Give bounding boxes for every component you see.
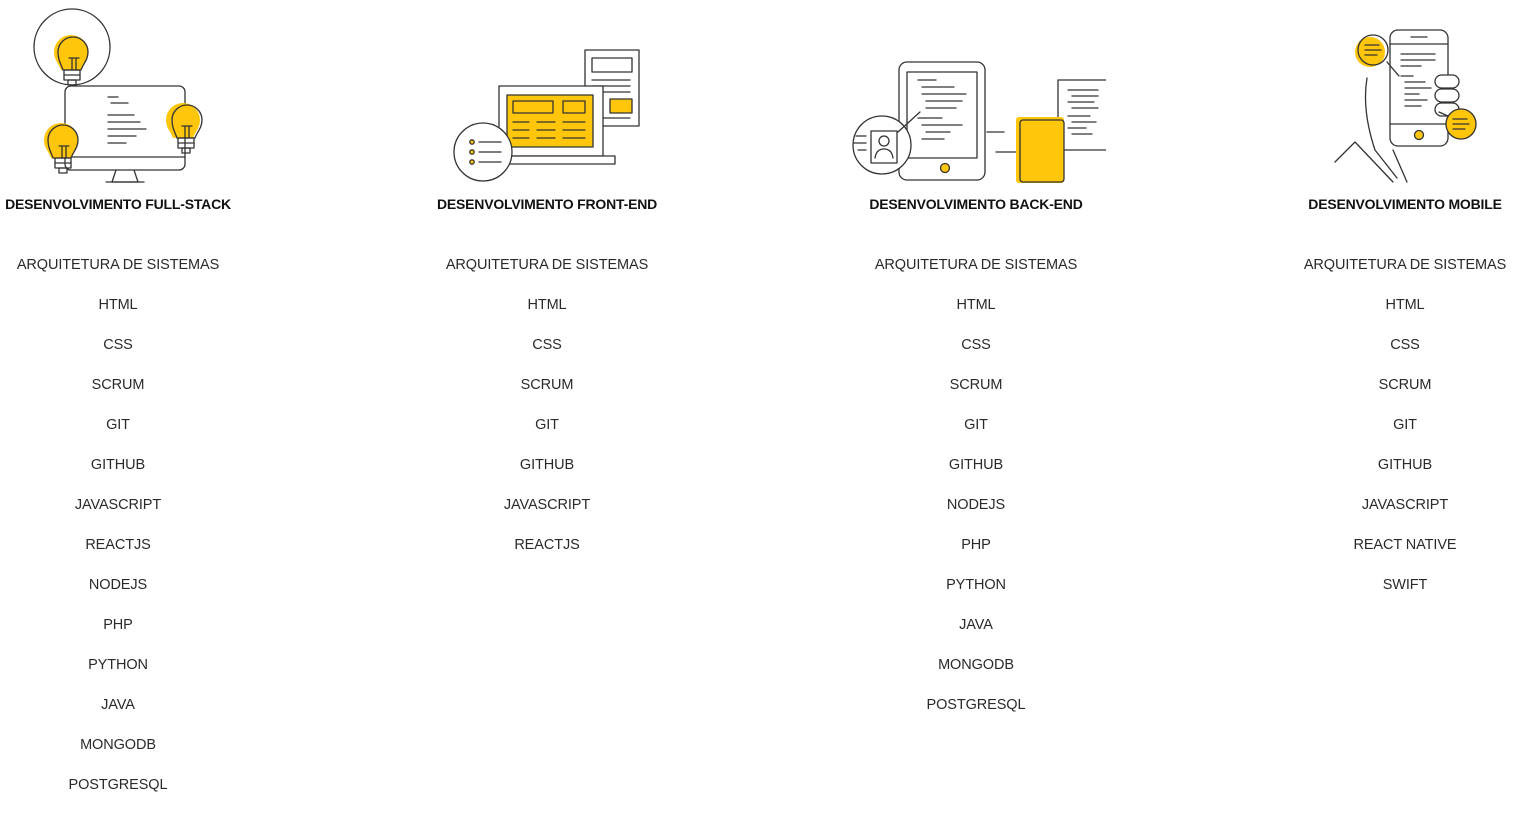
tablet-documents-icon bbox=[852, 61, 1106, 183]
list-item: MONGODB bbox=[938, 657, 1014, 673]
list-item: CSS bbox=[1390, 337, 1420, 353]
list-item: GIT bbox=[1393, 417, 1417, 433]
list-item: POSTGRESQL bbox=[68, 777, 168, 793]
list-item: MONGODB bbox=[80, 737, 156, 753]
list-item: JAVASCRIPT bbox=[74, 497, 162, 513]
list-item: SWIFT bbox=[1382, 577, 1428, 593]
list-item: JAVASCRIPT bbox=[503, 497, 591, 513]
list-item: PYTHON bbox=[88, 657, 148, 673]
list-item: HTML bbox=[527, 297, 567, 313]
list-item: JAVASCRIPT bbox=[1361, 497, 1449, 513]
list-item: CSS bbox=[103, 337, 133, 353]
list-item: NODEJS bbox=[946, 497, 1006, 513]
hand-smartphone-icon bbox=[1334, 29, 1477, 183]
list-item: POSTGRESQL bbox=[926, 697, 1026, 713]
section-title: DESENVOLVIMENTO FRONT-END bbox=[436, 196, 658, 212]
list-item: CSS bbox=[961, 337, 991, 353]
list-item: SCRUM bbox=[949, 377, 1003, 393]
skills-list: ARQUITETURA DE SISTEMAS HTML CSS SCRUM G… bbox=[1275, 256, 1522, 616]
list-item: ARQUITETURA DE SISTEMAS bbox=[445, 257, 649, 273]
list-item: JAVA bbox=[101, 697, 135, 713]
list-item: HTML bbox=[98, 297, 138, 313]
list-item: ARQUITETURA DE SISTEMAS bbox=[1303, 257, 1507, 273]
skills-list: ARQUITETURA DE SISTEMAS HTML CSS SCRUM G… bbox=[0, 256, 248, 816]
list-item: ARQUITETURA DE SISTEMAS bbox=[874, 257, 1078, 273]
laptop-layout-icon bbox=[453, 49, 640, 182]
list-item: JAVA bbox=[959, 617, 993, 633]
list-item: SCRUM bbox=[1378, 377, 1432, 393]
list-item: GITHUB bbox=[90, 457, 146, 473]
skills-list: ARQUITETURA DE SISTEMAS HTML CSS SCRUM G… bbox=[417, 256, 677, 576]
list-item: GITHUB bbox=[948, 457, 1004, 473]
section-title: DESENVOLVIMENTO BACK-END bbox=[869, 196, 1083, 212]
section-title: DESENVOLVIMENTO MOBILE bbox=[1308, 196, 1502, 212]
list-item: PYTHON bbox=[946, 577, 1006, 593]
list-item: GIT bbox=[106, 417, 130, 433]
list-item: GITHUB bbox=[1377, 457, 1433, 473]
list-item: GITHUB bbox=[519, 457, 575, 473]
list-item: PHP bbox=[961, 537, 991, 553]
list-item: SCRUM bbox=[520, 377, 574, 393]
section-mobile: DESENVOLVIMENTO MOBILE ARQUITETURA DE SI… bbox=[1275, 0, 1522, 616]
section-fullstack: DESENVOLVIMENTO FULL-STACK ARQUITETURA D… bbox=[0, 0, 248, 816]
list-item: NODEJS bbox=[88, 577, 148, 593]
list-item: CSS bbox=[532, 337, 562, 353]
section-title: DESENVOLVIMENTO FULL-STACK bbox=[5, 196, 231, 212]
skills-list: ARQUITETURA DE SISTEMAS HTML CSS SCRUM G… bbox=[846, 256, 1106, 736]
list-item: PHP bbox=[103, 617, 133, 633]
section-backend: DESENVOLVIMENTO BACK-END ARQUITETURA DE … bbox=[846, 0, 1106, 736]
list-item: GIT bbox=[535, 417, 559, 433]
list-item: REACTJS bbox=[85, 537, 151, 553]
list-item: GIT bbox=[964, 417, 988, 433]
list-item: ARQUITETURA DE SISTEMAS bbox=[16, 257, 220, 273]
list-item: REACT NATIVE bbox=[1353, 537, 1457, 553]
list-item: HTML bbox=[956, 297, 996, 313]
section-frontend: DESENVOLVIMENTO FRONT-END ARQUITETURA DE… bbox=[417, 0, 677, 576]
lightbulbs-monitor-icon bbox=[33, 8, 203, 183]
list-item: REACTJS bbox=[514, 537, 580, 553]
list-item: HTML bbox=[1385, 297, 1425, 313]
list-item: SCRUM bbox=[91, 377, 145, 393]
